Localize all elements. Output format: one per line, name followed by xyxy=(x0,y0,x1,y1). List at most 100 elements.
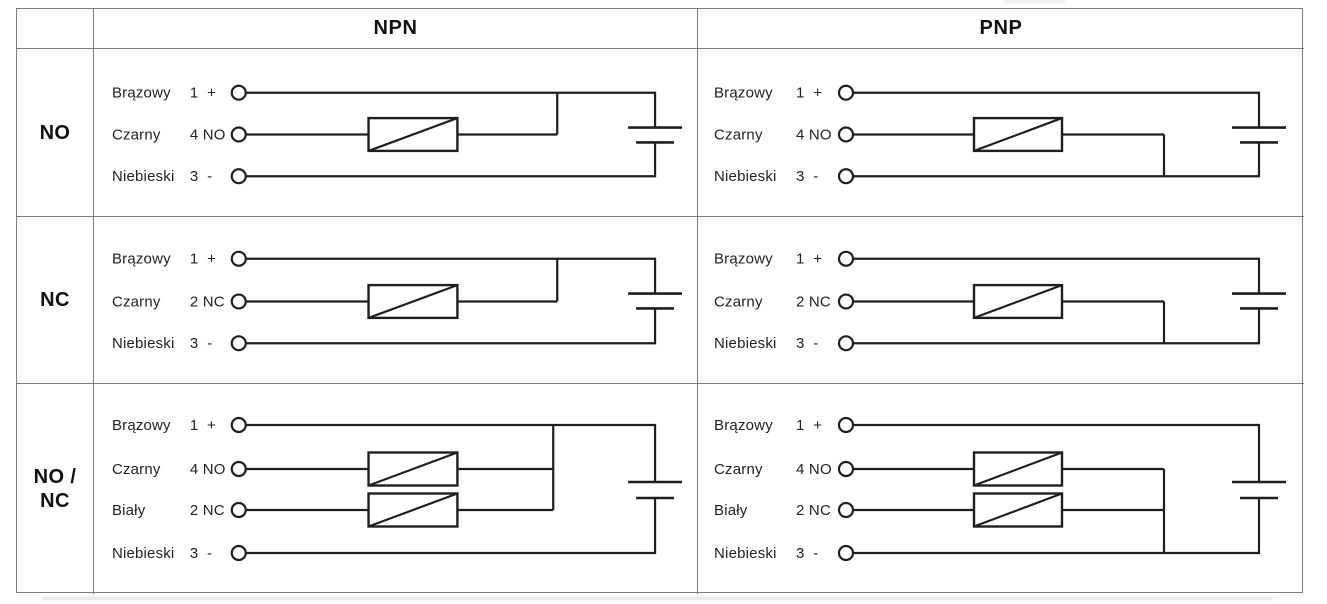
diagram-npn-no: Brązowy 1 + Niebieski 3 - Czarny xyxy=(94,49,698,217)
terminal-circle xyxy=(230,544,247,562)
load-diagonal xyxy=(973,451,1063,487)
wire-pin-label: 1 + xyxy=(190,251,216,268)
black-wire: Czarny 2 NC xyxy=(714,293,1166,344)
wiring-table: NPN PNP NO Brązowy 1 + xyxy=(16,8,1304,594)
header-corner-cell xyxy=(17,9,94,49)
scan-artifact-bottom xyxy=(42,597,1272,600)
load-symbol xyxy=(972,116,1064,153)
load-diagonal xyxy=(368,117,458,152)
wire-line xyxy=(853,142,1261,178)
black-wire: Czarny 4 NO xyxy=(714,126,1166,177)
brown-wire: Brązowy 1 + xyxy=(714,84,1261,128)
terminal-circle xyxy=(230,501,247,519)
wire-pin-label: 4 NO xyxy=(190,126,226,143)
wire-pin-label: 4 NO xyxy=(190,461,226,478)
black-wire: Czarny 2 NC xyxy=(112,258,559,310)
blue-wire: Niebieski 3 - xyxy=(714,142,1261,185)
row-label-nc: NC xyxy=(17,217,94,384)
terminal-circle xyxy=(230,126,247,143)
wire-name-label: Brązowy xyxy=(714,417,773,434)
wire-name-label: Brązowy xyxy=(714,251,773,268)
npn-nc-schematic: Brązowy 1 + Niebieski 3 - Czarny xyxy=(112,250,683,352)
wire-pin-label: 4 NO xyxy=(796,126,832,143)
wire-pin-label: 3 - xyxy=(796,168,818,185)
terminal-circle xyxy=(837,460,855,478)
npn-nonc-schematic: Brązowy 1 + Niebieski 3 - Czarny xyxy=(112,416,683,562)
wire-pin-label: 1 + xyxy=(796,251,822,268)
load-diagonal xyxy=(973,284,1063,319)
row-label-nonc-line2: NC xyxy=(40,490,70,512)
wire-name-label: Brązowy xyxy=(112,85,171,102)
wire-pin-label: 1 + xyxy=(796,417,822,434)
pnp-title: PNP xyxy=(979,17,1023,39)
terminal-circle xyxy=(837,501,855,519)
wire-pin-label: 3 - xyxy=(796,335,818,352)
brown-wire: Brązowy 1 + xyxy=(112,250,657,294)
pnp-no-schematic: Brązowy 1 + Niebieski 3 - Czarny xyxy=(714,84,1286,185)
wire-name-label: Czarny xyxy=(714,461,763,478)
battery-symbol xyxy=(628,480,683,500)
row-label-nonc: NO / NC xyxy=(17,384,94,594)
wire-name-label: Czarny xyxy=(714,294,763,311)
scan-artifact-top xyxy=(1005,0,1065,3)
blue-wire: Niebieski 3 - xyxy=(112,142,657,185)
wire-name-label: Niebieski xyxy=(714,545,777,562)
terminal-circle xyxy=(230,460,247,478)
terminal-circle xyxy=(230,416,247,434)
pnp-nc-schematic: Brązowy 1 + Niebieski 3 - Czarny xyxy=(714,250,1286,352)
terminal-circle xyxy=(837,293,855,310)
terminal-circle xyxy=(837,250,855,267)
wire-pin-label: 1 + xyxy=(190,417,216,434)
row-label-nonc-line1: NO / xyxy=(33,466,77,488)
black-wire: Czarny 4 NO xyxy=(714,460,1164,478)
load-symbol xyxy=(367,116,459,153)
wire-name-label: Czarny xyxy=(112,293,161,310)
header-npn: NPN xyxy=(94,9,698,49)
wire-line xyxy=(245,142,657,178)
load-symbol xyxy=(972,283,1064,320)
wire-name-label: Czarny xyxy=(112,461,161,478)
white-wire: Biały 2 NC xyxy=(112,501,554,519)
wire-name-label: Czarny xyxy=(714,126,763,143)
wire-line xyxy=(245,257,657,294)
wire-line xyxy=(245,91,657,128)
load-diagonal xyxy=(368,451,458,487)
wire-pin-label: 4 NO xyxy=(796,461,832,478)
terminal-circle xyxy=(230,250,247,267)
blue-wire: Niebieski 3 - xyxy=(112,308,657,352)
pnp-nonc-schematic: Brązowy 1 + Niebieski 3 - Czarny xyxy=(714,416,1286,562)
terminal-circle xyxy=(230,84,247,101)
black-wire: Czarny 4 NO xyxy=(112,92,559,143)
white-wire: Biały 2 NC xyxy=(714,501,1164,519)
wire-line xyxy=(245,423,657,482)
row-label-nc-text: NC xyxy=(40,289,70,311)
header-pnp: PNP xyxy=(698,9,1304,49)
wire-name-label: Niebieski xyxy=(112,168,175,185)
load-symbol xyxy=(367,283,459,320)
wire-name-label: Brązowy xyxy=(112,417,171,434)
wire-line xyxy=(245,498,657,555)
terminal-circle xyxy=(230,168,247,185)
wire-pin-label: 3 - xyxy=(190,335,212,352)
diagram-pnp-no: Brązowy 1 + Niebieski 3 - Czarny xyxy=(698,49,1304,217)
npn-title: NPN xyxy=(373,17,418,39)
wire-name-label: Niebieski xyxy=(714,168,777,185)
wire-name-label: Niebieski xyxy=(714,335,777,352)
load-diagonal xyxy=(973,117,1063,152)
battery-symbol xyxy=(628,126,683,144)
load-symbol xyxy=(972,451,1064,487)
wire-pin-label: 2 NC xyxy=(796,502,831,519)
brown-wire: Brązowy 1 + xyxy=(714,250,1261,294)
wire-line xyxy=(245,308,657,345)
wire-pin-label: 1 + xyxy=(796,85,822,102)
wire-line xyxy=(853,498,1261,555)
row-label-no-text: NO xyxy=(39,121,71,144)
wire-pin-label: 3 - xyxy=(796,545,818,562)
row-label-no: NO xyxy=(17,49,94,217)
wire-name-label: Czarny xyxy=(112,126,161,143)
terminal-circle xyxy=(837,84,855,101)
black-wire: Czarny 4 NO xyxy=(112,460,554,478)
wire-name-label: Niebieski xyxy=(112,545,174,562)
wire-pin-label: 3 - xyxy=(190,168,212,185)
